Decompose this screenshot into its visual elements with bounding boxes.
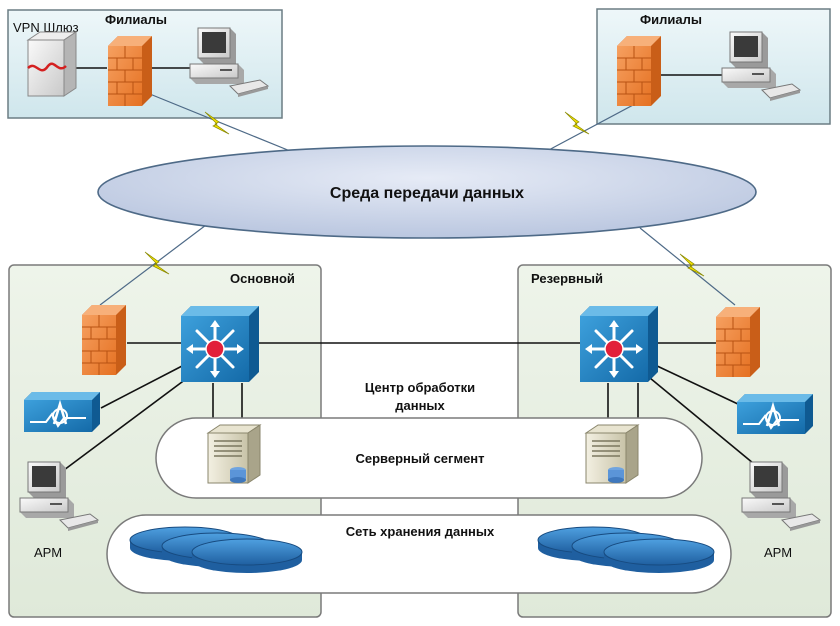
server-segment — [155, 417, 703, 499]
branch-left-title: Филиалы — [105, 12, 167, 27]
storage-segment-label: Сеть хранения данных — [346, 524, 495, 539]
server-icon — [585, 424, 639, 484]
network-label: Среда передачи данных — [330, 185, 524, 202]
storage-disk-icon — [603, 538, 715, 574]
wan-links — [99, 89, 736, 306]
firewall-icon — [81, 304, 127, 376]
ids-sensor-icon — [735, 392, 815, 436]
center-label-line1: Центр обработки — [365, 380, 475, 395]
dc-main-workstation-label: АРМ — [34, 545, 62, 560]
connection-lines — [59, 67, 766, 474]
branch-right-title: Филиалы — [640, 12, 702, 27]
server-icon — [207, 424, 261, 484]
ids-sensor-icon — [22, 390, 102, 434]
network-cloud — [97, 145, 757, 239]
server-segment-label: Серверный сегмент — [355, 451, 484, 466]
vpn-gateway-label: VPN Шлюз — [13, 20, 79, 35]
core-switch-icon — [578, 304, 660, 384]
firewall-icon — [107, 35, 153, 107]
center-label-line2: данных — [395, 398, 445, 413]
vpn-gateway-icon — [26, 31, 78, 97]
dc-main-title: Основной — [230, 271, 295, 286]
dc-reserve-workstation-label: АРМ — [764, 545, 792, 560]
core-switch-icon — [179, 304, 261, 384]
dc-reserve-title: Резервный — [531, 271, 603, 286]
firewall-icon — [715, 306, 761, 378]
firewall-icon — [616, 35, 662, 107]
storage-disk-icon — [191, 538, 303, 574]
